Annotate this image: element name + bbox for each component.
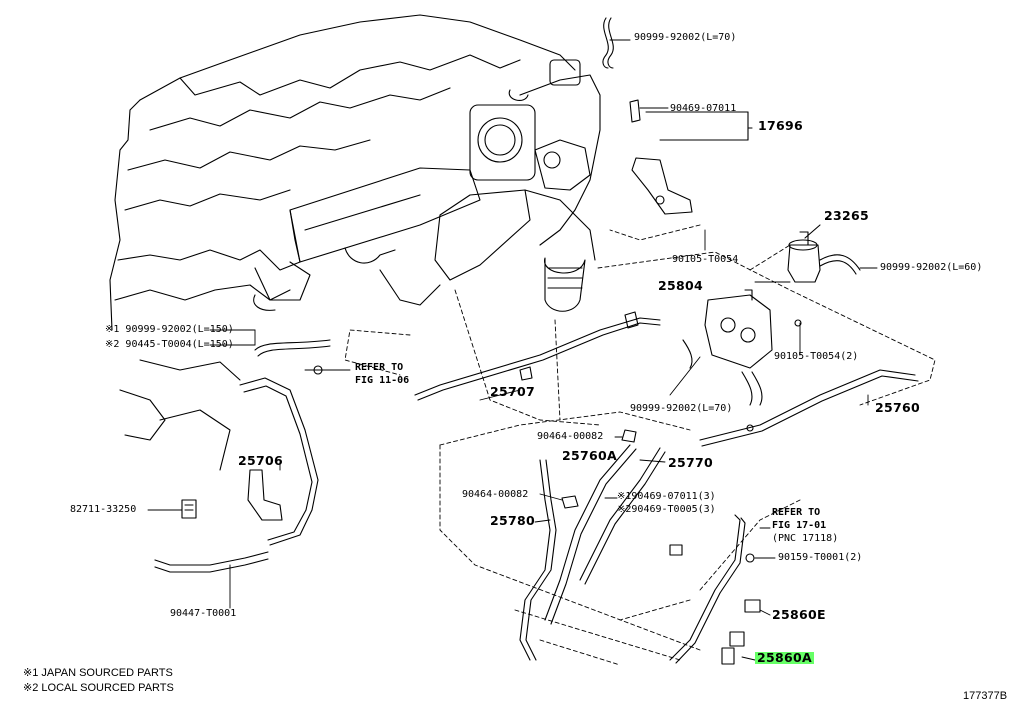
refer-to-fig-11-06-line1[interactable]: REFER TO: [355, 362, 404, 373]
hose-90447: [154, 551, 269, 573]
pipe-25760: [699, 369, 919, 447]
leader-lines: [344, 224, 936, 666]
label-90464-00082-b[interactable]: 90464-00082: [462, 489, 529, 500]
vsv-23265: [787, 224, 861, 283]
refer-to-fig-11-06-line2[interactable]: FIG 11-06: [355, 375, 410, 386]
label-x2-90445-t0004[interactable]: ※2 90445-T0004(L=150): [105, 339, 234, 350]
figure-id: 177377B: [963, 690, 1008, 702]
label-25770[interactable]: 25770: [668, 455, 713, 470]
label-82711-33250[interactable]: 82711-33250: [70, 504, 137, 515]
pipe-25707: [414, 311, 661, 401]
label-25860a-highlighted[interactable]: 25860A: [755, 650, 814, 665]
refer-to-fig-17-01-line2[interactable]: FIG 17-01: [772, 520, 827, 531]
label-90105-t0054-2[interactable]: 90105-T0054(2): [774, 351, 859, 362]
label-25707[interactable]: 25707: [490, 384, 535, 399]
label-x2-90469-t0005[interactable]: ※290469-T0005(3): [617, 504, 716, 515]
label-90469-07011[interactable]: 90469-07011: [670, 103, 737, 114]
label-25706[interactable]: 25706: [238, 453, 283, 468]
refer-to-fig-17-01-line1[interactable]: REFER TO: [772, 507, 821, 518]
label-90999-92002-l60[interactable]: 90999-92002(L=60): [880, 262, 983, 273]
refer-to-fig-17-01-pnc: (PNC 17118): [772, 533, 839, 544]
label-x1-90469-07011[interactable]: ※190469-07011(3): [617, 491, 716, 502]
pipe-25706: [239, 339, 331, 546]
label-90464-00082-a[interactable]: 90464-00082: [537, 431, 604, 442]
label-25760a[interactable]: 25760A: [562, 448, 617, 463]
pipes-lower: [519, 429, 666, 661]
throttle-body: [434, 59, 601, 312]
label-90159-t0001[interactable]: 90159-T0001(2): [778, 552, 863, 563]
callout-lines: [147, 107, 878, 661]
engine-block: [109, 14, 576, 471]
rail-25860: [669, 514, 761, 665]
footnote-local-sourced: ※2 LOCAL SOURCED PARTS: [23, 682, 174, 694]
hose-top: [602, 17, 631, 69]
bracket-17696: [629, 99, 753, 215]
clip-82711: [181, 499, 197, 519]
footnote-japan-sourced: ※1 JAPAN SOURCED PARTS: [23, 667, 173, 679]
label-x1-90999-92002[interactable]: ※1 90999-92002(L=150): [105, 324, 234, 335]
label-90999-92002-l70[interactable]: 90999-92002(L=70): [630, 403, 733, 414]
label-25760[interactable]: 25760: [875, 400, 920, 415]
label-25780[interactable]: 25780: [490, 513, 535, 528]
label-90999-92002-l70-top[interactable]: 90999-92002(L=70): [634, 32, 737, 43]
valve-25804: [682, 289, 802, 406]
label-17696[interactable]: 17696: [758, 118, 803, 133]
label-25860e[interactable]: 25860E: [772, 607, 826, 622]
label-23265[interactable]: 23265: [824, 208, 869, 223]
label-25804[interactable]: 25804: [658, 278, 703, 293]
label-90105-t0054[interactable]: 90105-T0054: [672, 254, 739, 265]
label-90447-t0001[interactable]: 90447-T0001: [170, 608, 237, 619]
